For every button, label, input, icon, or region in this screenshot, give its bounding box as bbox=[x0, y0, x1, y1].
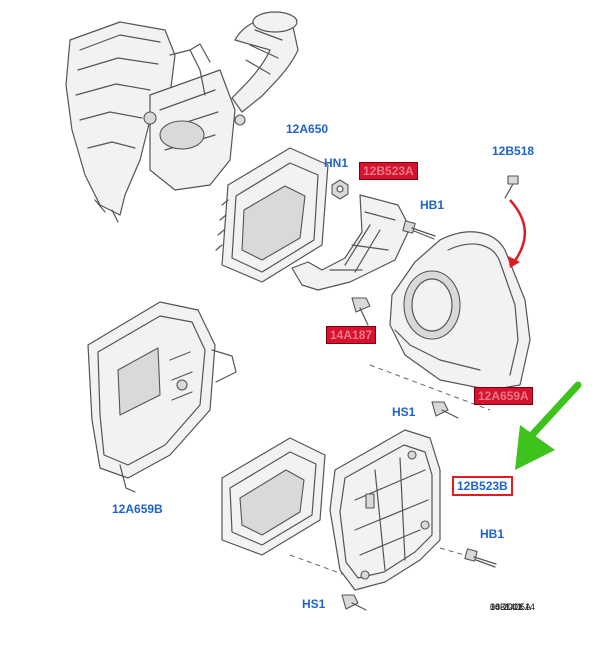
module-lower bbox=[221, 437, 326, 556]
screw-14a187 bbox=[351, 297, 371, 326]
bolt-hb1-bottom bbox=[464, 548, 497, 568]
doc-ref-line-1: 3031405A bbox=[490, 602, 532, 612]
label-14a187-highlighted: 14A187 bbox=[326, 326, 377, 344]
label-12a659a-highlighted: 12A659A bbox=[474, 387, 533, 405]
label-hn1: HN1 bbox=[324, 156, 349, 170]
cover-12a659a bbox=[389, 231, 531, 391]
red-arrow bbox=[508, 199, 527, 268]
doc-ref-line-3: 16DD0X bbox=[490, 602, 525, 612]
guide-line-2 bbox=[289, 554, 346, 576]
module-12a650 bbox=[215, 147, 329, 283]
fastener-12b518 bbox=[504, 175, 519, 199]
label-12a650: 12A650 bbox=[286, 122, 329, 136]
air-intake-assembly bbox=[65, 11, 299, 223]
label-hs1-mid: HS1 bbox=[392, 405, 416, 419]
green-arrow bbox=[515, 381, 582, 470]
plate-12b523b bbox=[329, 429, 441, 591]
label-12b523b-boxed: 12B523B bbox=[452, 476, 513, 496]
label-hb1-bottom: HB1 bbox=[480, 527, 505, 541]
label-12a659b: 12A659B bbox=[112, 502, 163, 516]
bolt-hs1-mid bbox=[431, 401, 459, 419]
bolt-hb1-top bbox=[402, 220, 436, 240]
guide-line-1 bbox=[369, 364, 491, 411]
doc-ref-line-2: 04-2011 14 bbox=[490, 602, 535, 612]
bolt-hs1-bottom bbox=[341, 594, 367, 611]
label-12b523a-highlighted: 12B523A bbox=[359, 162, 418, 180]
nut-hn1 bbox=[331, 179, 349, 200]
guide-line-3 bbox=[439, 547, 469, 557]
label-12b518: 12B518 bbox=[492, 144, 535, 158]
housing-12a659b bbox=[87, 301, 237, 493]
label-hb1-top: HB1 bbox=[420, 198, 445, 212]
label-hs1-bottom: HS1 bbox=[302, 597, 326, 611]
